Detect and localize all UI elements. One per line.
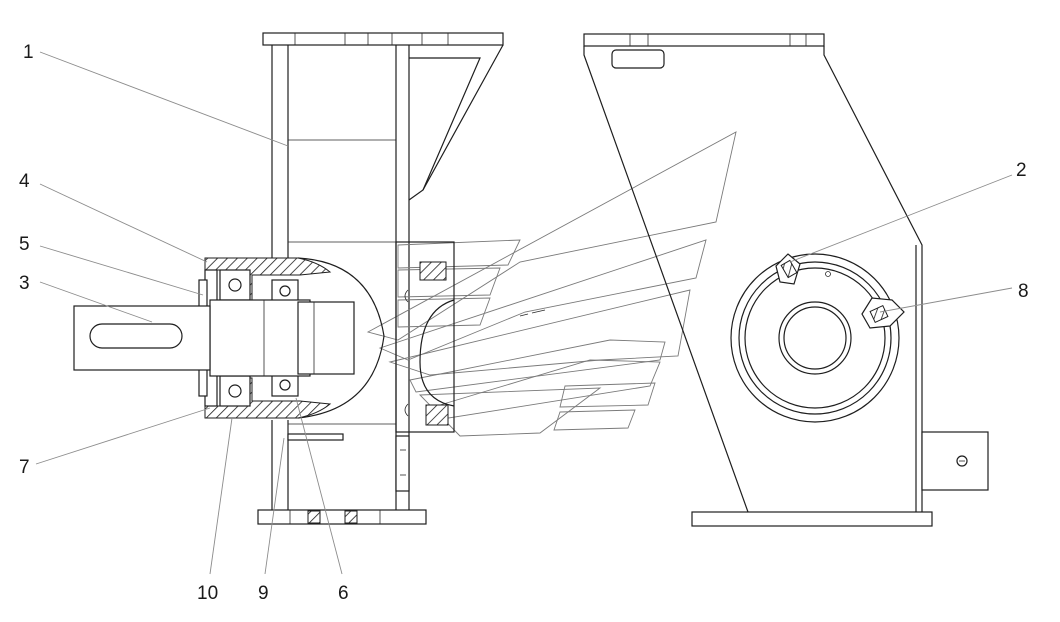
leader-8	[879, 287, 1013, 313]
top-flange	[262, 32, 504, 46]
side-view	[583, 33, 989, 527]
bottom-flange	[257, 509, 427, 525]
callout-labels: 1 2 3 4 5 6 7 8 9 10	[19, 42, 1029, 604]
leader-lines	[35, 51, 1013, 575]
callout-10: 10	[197, 583, 218, 604]
feed-hopper	[408, 44, 504, 201]
callout-8: 8	[1018, 281, 1029, 302]
callout-5: 5	[19, 234, 30, 255]
support-bracket	[287, 420, 344, 441]
callout-4: 4	[19, 171, 30, 192]
leader-5	[39, 245, 204, 296]
latch-right	[861, 297, 905, 329]
drive-shaft	[73, 305, 211, 371]
rotor-hammers	[366, 131, 737, 437]
wall-clamp	[395, 435, 410, 492]
side-base-plate	[691, 511, 933, 527]
callout-9: 9	[258, 583, 269, 604]
leader-4	[39, 183, 208, 263]
inspection-port	[730, 253, 905, 423]
callout-1: 1	[23, 42, 34, 63]
callout-2: 2	[1016, 160, 1027, 181]
latch-top	[775, 253, 801, 285]
leader-1	[39, 51, 289, 147]
callout-3: 3	[19, 273, 30, 294]
leader-9	[264, 437, 285, 575]
side-body	[583, 46, 923, 513]
callout-7: 7	[19, 457, 30, 478]
bearing-housing	[198, 257, 385, 419]
leader-7	[35, 407, 211, 465]
side-top-plate	[583, 33, 825, 69]
rotor-disc	[395, 241, 455, 433]
callout-6: 6	[338, 583, 349, 604]
side-bracket	[921, 431, 989, 491]
leader-3	[39, 281, 153, 323]
leader-6	[295, 397, 343, 575]
leader-2	[789, 174, 1013, 263]
leader-10	[209, 417, 233, 575]
front-view	[73, 32, 737, 525]
